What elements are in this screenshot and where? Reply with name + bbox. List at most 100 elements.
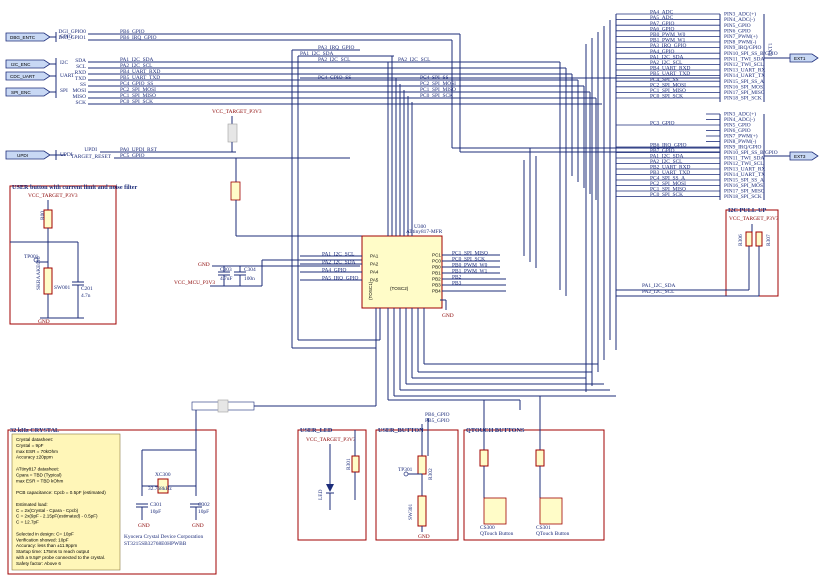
ext1-net: PB0_PWM_W0: [650, 32, 686, 38]
port-cdc-uart[interactable]: CDC_UART: [5, 71, 51, 81]
ext3-pin: PIN3_ADC(+): [724, 111, 756, 118]
group-spi: SPI: [60, 88, 68, 94]
mcu-ref: U300: [414, 224, 426, 230]
net-label: PC4_GPIO_SS: [318, 75, 351, 81]
crystal-note: ATtiny817 datasheet:: [16, 467, 59, 472]
ext3-pin: PIN9_IRQ/GPIO: [724, 145, 762, 151]
mcu-net: PB0_PWM_W0: [452, 262, 488, 268]
sw-ref: SW301: [408, 504, 414, 520]
group-i2c: I2C: [60, 60, 68, 66]
part-ref: R306: [738, 234, 744, 246]
net-label: PA1_I2C_SDA: [300, 51, 333, 57]
part-ref: R307: [766, 234, 772, 246]
mcu-center2: (TOSC2): [390, 286, 409, 291]
mcu-pin: PB4: [432, 289, 441, 294]
ext1-pin: PIN14_UART_TX: [724, 73, 765, 79]
ext3-net: PC1_SPI_MISO: [650, 187, 686, 193]
ext3-pin: PIN16_SPI_MOSI: [724, 183, 765, 189]
port-label: SPI_ENC: [11, 90, 31, 95]
pin-label: DGI_GPIO0: [58, 29, 86, 35]
net-label: PC4_GPIO_SS: [120, 81, 153, 87]
ext1-pin: PIN13_UART_RX: [724, 68, 765, 74]
ext3-net: PB6_IRQ_GPIO: [650, 143, 687, 149]
ext1-net: PA6_GPIO: [650, 26, 674, 32]
xtal-freq: 32.768kHz: [148, 486, 172, 492]
qtouch-box: QTOUCH BUTTONS CS300 QTouch Button CS301…: [463, 396, 605, 541]
ext1-pin: PIN7_PWM(+): [724, 33, 758, 40]
port-ext3[interactable]: EXT3: [789, 151, 819, 161]
gnd-label: GND: [138, 523, 150, 529]
ext1-pin: PIN5_GPIO: [724, 23, 751, 29]
pin-label: TXD: [75, 76, 86, 82]
port-ext1[interactable]: EXT1: [789, 53, 819, 63]
ext1-pin: PIN11_TWI_SDA: [724, 56, 764, 62]
ext3-pin: PIN10_SPI_SS_B/GPIO: [724, 150, 778, 156]
port-label: EXT1: [794, 56, 806, 61]
mcu-pin: PB2: [432, 277, 441, 282]
crystal-circuit: XC300 32.768kHz C301 10pF C302 10pF GND …: [124, 348, 377, 547]
cap-value: 4.7uF: [220, 276, 232, 282]
pin-label: SDA: [75, 58, 86, 64]
ext1-net: PC4_SPI_SS: [650, 77, 678, 83]
ext3-pin: PIN13_UART_RX: [724, 167, 765, 173]
net-label: PA2_I2C_SCL: [318, 57, 350, 63]
mcu-net: PC1_SPI_MISO: [452, 250, 488, 256]
mcu-top-pins: [387, 226, 413, 236]
gnd-label: GND: [38, 319, 50, 325]
cap-value: 4.7n: [81, 293, 91, 299]
left-signal-rows: DGI_GPIO0 PB6_GPIO DGI_GPIO1 PB6_IRQ_GPI…: [56, 29, 602, 160]
ext1-net: PB5_UART_TXD: [650, 71, 690, 77]
port-dbg-entc[interactable]: DBG_ENTC: [5, 32, 51, 42]
ext3-net: PC4_SPI_SS_A: [650, 176, 685, 182]
mcu-net: PB1_PWM_W1: [452, 268, 488, 274]
pin-label: SCK: [76, 100, 87, 106]
ext1-pin: PIN12_TWI_SCL: [724, 62, 764, 68]
group-uart: UART: [60, 73, 75, 79]
tp-label: TP301: [398, 467, 413, 473]
port-label: I2C_ENC: [11, 62, 31, 67]
net-label: PC2_SPI_MOSI: [120, 87, 156, 93]
net-label: PA1_I2C_SDA: [642, 283, 675, 289]
cap-ref: C302: [198, 502, 210, 508]
cap-value: 10pF: [198, 509, 209, 515]
mcu-pin: PA4: [370, 270, 379, 275]
vcc-label: VCC_TARGET_P3V3: [729, 216, 779, 222]
net-label: PB6_GPIO: [120, 29, 145, 35]
port-i2c-enc[interactable]: I2C_ENC: [5, 59, 51, 69]
crystal-note: Safety factor: Above 6: [16, 561, 61, 566]
mcu-pin: PC0: [432, 259, 441, 264]
crystal-note: Accuracy: less than ±11.9ppm: [16, 543, 77, 548]
ext1-pin: PIN6_GPIO: [724, 28, 751, 34]
mcu-net: PB2: [452, 274, 462, 280]
box-title: USER_BUTTON: [378, 427, 424, 434]
port-spi-enc[interactable]: SPI_ENC: [5, 87, 51, 97]
net-label: PA1_I2C_SDA: [120, 57, 153, 63]
net-label: PA2_I2C_SCL: [120, 63, 152, 69]
ext1-pin: PIN15_SPI_SS_A: [724, 79, 764, 85]
ext1-net: PA1_I2C_SDA: [650, 54, 683, 60]
net-label: PB4_UART_RXD: [120, 69, 161, 75]
ext3-pin: PIN12_TWI_SCL: [724, 161, 764, 167]
crystal-note: Estimated load:: [16, 502, 48, 507]
vcc-label: VCC_TARGET_P3V3: [306, 437, 356, 443]
ext1-pin: PIN8_PWM(-): [724, 39, 757, 46]
crystal-note: Crystal = 9pF: [16, 443, 44, 448]
mcu-part: ATtiny817-MFR: [406, 229, 443, 235]
pin-label: RXD: [75, 70, 86, 76]
qtouch-label: QTouch Button: [536, 531, 570, 537]
box-title: USER_LED: [300, 427, 333, 434]
net-label: PB6_IRQ_GPIO: [120, 35, 157, 41]
mcu-net: PA1_I2C_SCL: [322, 251, 354, 257]
port-updi[interactable]: UPDI: [5, 150, 51, 160]
port-label: CDC_UART: [10, 74, 35, 79]
part-ref: R302: [428, 468, 434, 480]
pin-label: UPDI: [84, 147, 97, 153]
crystal-note: C = 12.7pF: [16, 520, 39, 525]
ext3-pin: PIN5_GPIO: [724, 123, 751, 129]
vcc-target-top: VCC_TARGET_P3V3: [212, 109, 362, 237]
box-title: I2C PULL-UP: [728, 207, 767, 214]
mcu-pin: PB0: [432, 265, 441, 270]
net-label: PA3_IRQ_GPIO: [318, 45, 354, 51]
